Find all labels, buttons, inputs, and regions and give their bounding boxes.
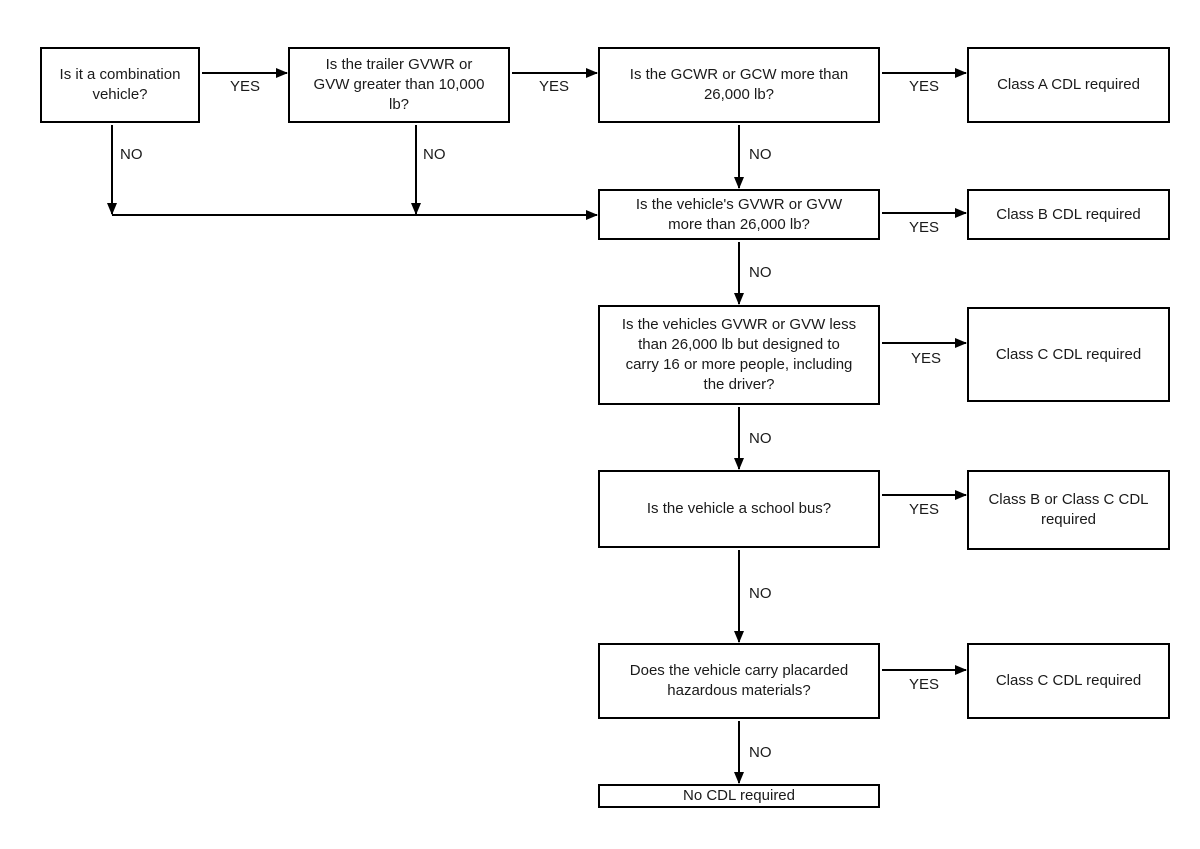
edge-label-no-4: NO	[749, 264, 772, 281]
edge-label-yes-2: YES	[538, 78, 570, 95]
edge-label-no-7: NO	[749, 744, 772, 761]
edge-label-yes-6: YES	[908, 501, 940, 518]
node-result-class-b-or-c: Class B or Class C CDL required	[967, 470, 1170, 550]
edge-label-yes-4: YES	[908, 219, 940, 236]
edge-label-no-2: NO	[423, 146, 446, 163]
node-question-hazmat: Does the vehicle carry placarded hazardo…	[598, 643, 880, 719]
node-result-class-b: Class B CDL required	[967, 189, 1170, 240]
edge-label-no-5: NO	[749, 430, 772, 447]
node-question-trailer-gvwr: Is the trailer GVWR or GVW greater than …	[288, 47, 510, 123]
node-result-class-c-hazmat: Class C CDL required	[967, 643, 1170, 719]
node-question-combination-vehicle: Is it a combination vehicle?	[40, 47, 200, 123]
edge-label-yes-7: YES	[908, 676, 940, 693]
edge-label-yes-3: YES	[908, 78, 940, 95]
node-question-passengers: Is the vehicles GVWR or GVW less than 26…	[598, 305, 880, 405]
node-question-school-bus: Is the vehicle a school bus?	[598, 470, 880, 548]
node-result-class-c-passengers: Class C CDL required	[967, 307, 1170, 402]
node-question-vehicle-gvwr: Is the vehicle's GVWR or GVW more than 2…	[598, 189, 880, 240]
edge-label-yes-5: YES	[910, 350, 942, 367]
edge-label-no-3: NO	[749, 146, 772, 163]
node-result-class-a: Class A CDL required	[967, 47, 1170, 123]
node-result-no-cdl: No CDL required	[598, 784, 880, 808]
edge-label-no-1: NO	[120, 146, 143, 163]
edge-label-no-6: NO	[749, 585, 772, 602]
edge-label-yes-1: YES	[229, 78, 261, 95]
node-question-gcwr: Is the GCWR or GCW more than 26,000 lb?	[598, 47, 880, 123]
